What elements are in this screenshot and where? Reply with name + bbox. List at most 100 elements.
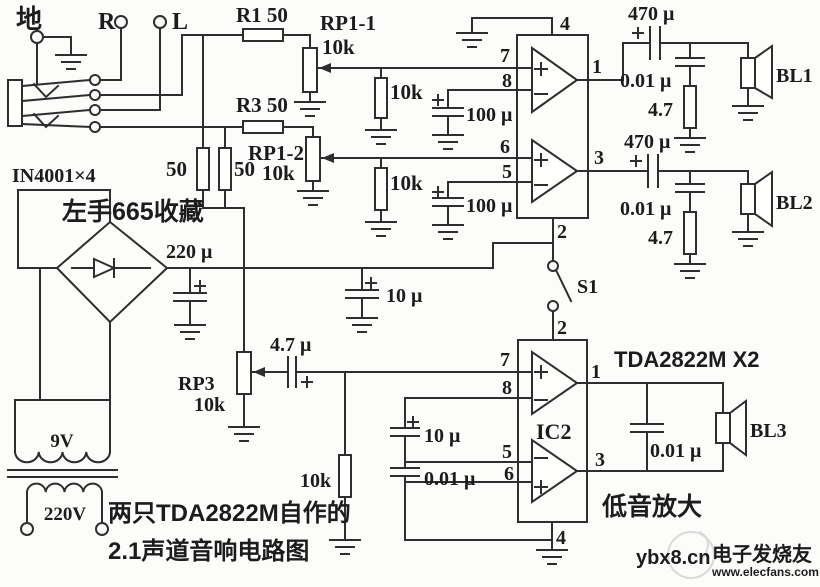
- label-rp3-value: 10k: [194, 394, 226, 416]
- label-r1: R1 50: [236, 3, 288, 27]
- pin-ic1-4: 4: [560, 13, 570, 35]
- label-rp1-1: RP1-1: [320, 11, 376, 35]
- label-9v: 9V: [50, 431, 74, 452]
- speaker-bl3: [715, 412, 731, 444]
- label-r3: R3 50: [236, 93, 288, 117]
- label-cap-10u-ic2: 10 μ: [424, 425, 461, 447]
- label-220v: 220V: [44, 504, 87, 525]
- pin-ic2-8: 8: [502, 377, 512, 399]
- label-input-r: R: [98, 9, 116, 35]
- ground-symbol: [732, 231, 764, 247]
- input-jack-section: 地 R L: [7, 4, 244, 149]
- amp-triangle-bass1: [531, 350, 579, 416]
- label-bl2: BL2: [776, 192, 813, 214]
- label-bias-10k-1: 10k: [390, 80, 423, 104]
- speaker-bl1: [740, 57, 756, 89]
- ground-symbol: [174, 324, 206, 340]
- ground-symbol: [297, 190, 329, 206]
- ground-symbol: [228, 426, 260, 442]
- output-channel1: 470 μ 0.01 μ 4.7 BL1: [620, 3, 813, 153]
- label-rp1-2-value: 10k: [262, 161, 295, 185]
- pin-ic2-4: 4: [556, 527, 566, 549]
- ground-symbol: [456, 32, 488, 48]
- resistor-r1: [242, 28, 284, 42]
- pin-ic1-1: 1: [592, 56, 602, 78]
- pin-ic2-6: 6: [504, 463, 514, 485]
- wiper-arrow: [319, 63, 331, 73]
- ground-symbol: [674, 263, 706, 279]
- ground-symbol: [432, 134, 464, 150]
- elecfans-logo-swoosh: [698, 530, 709, 564]
- speaker-bl1-horn: [754, 44, 773, 100]
- resistor-10k-bias2: [374, 167, 388, 211]
- label-bypass-100u-2: 100 μ: [466, 195, 513, 217]
- wiper-arrow: [322, 153, 334, 163]
- power-supply-section: IN4001×4 220 μ 10 μ 9V 220V 左手665收藏: [7, 165, 554, 536]
- pin-ic2-3: 3: [595, 449, 605, 471]
- pin-ic1-7: 7: [500, 45, 510, 67]
- caption: 两只TDA2822M自作的 2.1声道音响电路图: [108, 499, 351, 565]
- label-cap-220u: 220 μ: [166, 241, 213, 263]
- channel2-input-network: R3 50 RP1-2 10k 50 50 10k 100 μ: [166, 93, 533, 240]
- label-diodes: IN4001×4: [12, 165, 96, 187]
- label-rp3: RP3: [178, 373, 215, 395]
- label-mix-50-left: 50: [166, 157, 187, 181]
- speaker-bl2: [740, 183, 756, 215]
- label-cap-470u-1: 470 μ: [628, 3, 675, 25]
- pin-ic1-8: 8: [502, 70, 512, 92]
- watermark-brand: 电子发烧友: [712, 542, 812, 566]
- label-input-l: L: [172, 9, 188, 35]
- label-bl3: BL3: [750, 420, 787, 442]
- collector-watermark: 左手665收藏: [62, 198, 204, 226]
- label-cap-001-ic2: 0.01 μ: [424, 468, 476, 490]
- label-cap-4u7: 4.7 μ: [270, 334, 312, 356]
- ground-symbol: [432, 224, 464, 240]
- resistor-zobel2: [683, 211, 697, 255]
- pin-ic2-1: 1: [591, 361, 601, 383]
- pin-ic2-2: 2: [557, 317, 567, 339]
- bass-input-network: RP3 10k 4.7 μ 10k: [178, 207, 533, 555]
- potentiometer-rp3: [236, 351, 252, 395]
- ground-symbol: [329, 539, 361, 555]
- resistor-r3: [242, 120, 284, 134]
- speaker-bl3-horn: [729, 399, 747, 457]
- resistor-10k-bias1: [374, 77, 388, 119]
- label-zobel-res-1: 4.7: [648, 99, 673, 121]
- potentiometer-rp1-2: [305, 136, 321, 182]
- resistor-50-right: [218, 147, 232, 191]
- ic1-amplifier: 4 7 8 6 5 1 3 2: [456, 13, 651, 244]
- output-channel2: 470 μ 0.01 μ 4.7 BL2: [620, 131, 813, 279]
- ground-symbol: [346, 317, 378, 333]
- label-tda2822m-x2: TDA2822M X2: [614, 347, 760, 372]
- ic2-amplifier: IC2 7 8 5 6 1 3 4 10 μ 0.01 μ: [390, 339, 724, 565]
- transformer-primary-winding: [25, 482, 104, 494]
- potentiometer-rp1-1: [302, 47, 318, 93]
- mains-terminal: [20, 522, 34, 536]
- resistor-50-left: [196, 147, 210, 191]
- label-s1: S1: [577, 276, 598, 298]
- label-cap-001-bl3: 0.01 μ: [650, 440, 702, 462]
- label-10k-bass: 10k: [300, 470, 332, 492]
- label-ground-cn: 地: [16, 4, 42, 34]
- caption-line2: 2.1声道音响电路图: [108, 537, 309, 565]
- wiper-arrow: [253, 367, 265, 377]
- mains-terminal: [95, 522, 109, 536]
- pin-ic2-5: 5: [502, 441, 512, 463]
- bass-output: BL3 0.01 μ TDA2822M X2 低音放大: [601, 347, 787, 521]
- right-input-terminal: [114, 15, 128, 29]
- ground-symbol: [365, 221, 397, 237]
- jack-plug: [7, 79, 23, 127]
- caption-line1: 两只TDA2822M自作的: [108, 499, 351, 527]
- label-bypass-100u-1: 100 μ: [466, 104, 513, 126]
- label-rp1-1-value: 10k: [322, 35, 355, 59]
- ground-symbol: [536, 549, 568, 565]
- ground-symbol: [365, 129, 397, 145]
- resistor-10k-bass: [338, 454, 352, 498]
- amp-triangle-ch1: [531, 46, 579, 114]
- ground-symbol: [732, 105, 764, 121]
- ground-symbol: [294, 101, 326, 117]
- label-ic2: IC2: [536, 419, 571, 444]
- watermark-site: ybx8.cn: [636, 547, 710, 569]
- label-bass-amp-note: 低音放大: [601, 492, 702, 521]
